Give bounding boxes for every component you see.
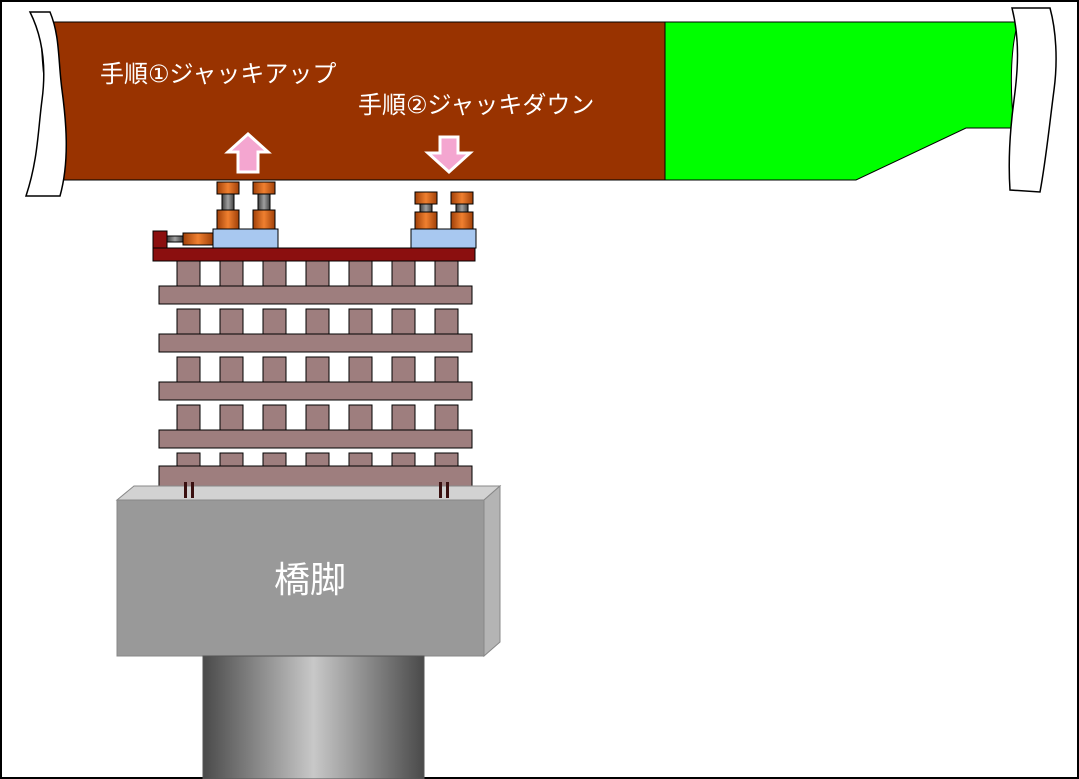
- crib-block-29: [176, 452, 201, 467]
- pier-top-face: [115, 485, 502, 501]
- pier-side-face: [483, 484, 501, 658]
- crib-block-5: [348, 260, 373, 287]
- jack-retracted-1: [414, 191, 438, 230]
- step2-label: 手順②ジャッキダウン: [358, 91, 594, 119]
- crib-block-4: [305, 260, 330, 287]
- crib-block-11: [305, 308, 330, 335]
- jack-pad-left: [212, 228, 279, 249]
- crib-beam-3: [158, 381, 473, 401]
- jack-up-arrow-icon: [224, 131, 272, 174]
- crib-block-17: [262, 356, 287, 383]
- jack-down-arrow-icon: [424, 135, 474, 175]
- jack-retracted-2: [450, 191, 474, 230]
- crib-beam-4: [158, 429, 473, 449]
- crib-block-30: [219, 452, 244, 467]
- crib-block-2: [219, 260, 244, 287]
- base-plate: [152, 247, 476, 262]
- pier: 橋脚: [115, 484, 502, 658]
- crib-block-9: [219, 308, 244, 335]
- crib-block-27: [391, 404, 416, 431]
- crib-block-7: [434, 260, 459, 287]
- crib-stack: [158, 260, 473, 488]
- girder-break-right: [1008, 7, 1057, 193]
- crib-block-19: [348, 356, 373, 383]
- crib-block-24: [262, 404, 287, 431]
- jack-extended-1: [216, 181, 240, 230]
- crib-block-34: [391, 452, 416, 467]
- crib-beam-2: [158, 333, 473, 353]
- crib-block-1: [176, 260, 201, 287]
- crib-block-12: [348, 308, 373, 335]
- crib-block-14: [434, 308, 459, 335]
- crib-block-21: [434, 356, 459, 383]
- crib-block-25: [305, 404, 330, 431]
- pier-label: 橋脚: [274, 560, 346, 601]
- crib-block-35: [434, 452, 459, 467]
- crib-block-3: [262, 260, 287, 287]
- crib-block-28: [434, 404, 459, 431]
- girder-break-left: [24, 11, 68, 197]
- girder: [24, 7, 1057, 197]
- crib-block-20: [391, 356, 416, 383]
- anchor-bolts: [184, 482, 449, 498]
- pier-front-face: [116, 499, 485, 657]
- crib-block-13: [391, 308, 416, 335]
- crib-block-31: [262, 452, 287, 467]
- crib-beam-1: [158, 285, 473, 305]
- crib-block-15: [176, 356, 201, 383]
- crib-block-23: [219, 404, 244, 431]
- slide-jack: [152, 230, 214, 249]
- crib-block-32: [305, 452, 330, 467]
- crib-beam-5: [158, 465, 473, 488]
- step1-label: 手順①ジャッキアップ: [100, 60, 336, 88]
- crib-block-8: [176, 308, 201, 335]
- pier-column: [202, 655, 425, 779]
- crib-block-26: [348, 404, 373, 431]
- crib-block-6: [391, 260, 416, 287]
- crib-block-10: [262, 308, 287, 335]
- crib-block-22: [176, 404, 201, 431]
- crib-block-16: [219, 356, 244, 383]
- jack-pad-right: [410, 228, 477, 249]
- crib-block-18: [305, 356, 330, 383]
- crib-block-33: [348, 452, 373, 467]
- jack-extended-2: [252, 181, 276, 230]
- girder-green-section: [664, 21, 1019, 181]
